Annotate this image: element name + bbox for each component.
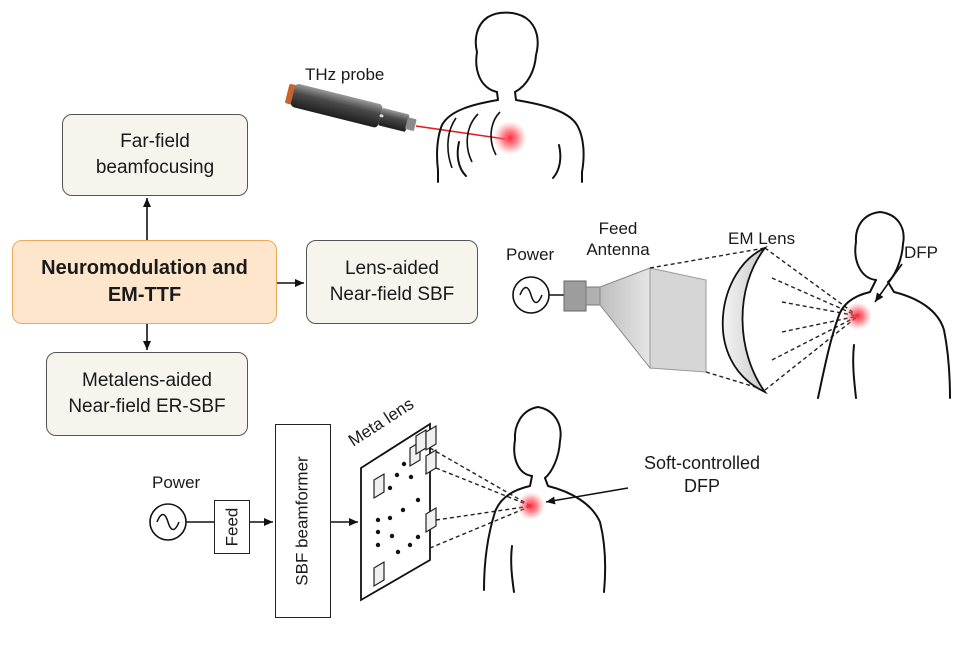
- focal-spot-icon: [844, 302, 872, 330]
- thz-probe-label: THz probe: [305, 65, 385, 84]
- focal-spot-icon: [493, 121, 527, 155]
- wave-arcs: [447, 111, 501, 169]
- power-bottom-label: Power: [152, 473, 201, 492]
- dfp-arrow: [874, 263, 903, 303]
- metalens-aided-block: Metalens-aided Near-field ER-SBF: [46, 352, 248, 436]
- soft-controlled-line1: Soft-controlled: [643, 453, 761, 473]
- far-field-block: Far-field beamfocusing: [62, 114, 248, 196]
- lens-aided-line2: Near-field SBF: [329, 284, 455, 305]
- em-lens-label: EM Lens: [728, 229, 796, 248]
- main-line1: Neuromodulation and: [41, 257, 248, 279]
- metalens-aided-line2: Near-field ER-SBF: [68, 396, 226, 417]
- metalens-aided-line1: Metalens-aided: [82, 370, 212, 392]
- human-silhouette-icon: [817, 211, 951, 399]
- soft-controlled-line2: DFP: [684, 475, 720, 496]
- feed-antenna-label: Feed Antenna: [578, 218, 658, 261]
- human-silhouette-icon: [436, 11, 585, 183]
- far-field-line2: beamfocusing: [95, 157, 215, 178]
- sbf-beamformer-label: SBF beamformer: [293, 456, 312, 586]
- lens-icon: [721, 245, 768, 395]
- lens-aided-block: Lens-aided Near-field SBF: [306, 240, 478, 324]
- power-top-label: Power: [506, 245, 555, 264]
- ac-source-icon: [149, 503, 187, 541]
- horn-antenna-icon: [563, 267, 707, 373]
- laser-beam: [415, 125, 506, 140]
- lens-aided-line1: Lens-aided: [344, 258, 440, 280]
- dashed-rays-bottom: [429, 447, 532, 549]
- feed-label: Feed: [222, 507, 241, 547]
- feed-antenna-line2: Antenna: [586, 240, 650, 260]
- focal-spot-icon: [517, 492, 545, 520]
- metasurface-icon: [360, 422, 437, 602]
- ac-source-icon: [512, 276, 550, 314]
- flow-arrows: [143, 198, 304, 350]
- feed-antenna-line1: Feed: [598, 219, 638, 238]
- far-field-line1: Far-field: [120, 131, 190, 153]
- soft-dfp-arrow: [545, 487, 629, 505]
- feed-block: Feed: [214, 500, 250, 554]
- sbf-beamformer-block: SBF beamformer: [275, 424, 331, 618]
- dfp-label: DFP: [904, 243, 938, 262]
- thz-probe-icon: [285, 83, 417, 132]
- human-silhouette-icon: [483, 406, 607, 593]
- main-line2: EM-TTF: [107, 284, 182, 306]
- main-block: Neuromodulation and EM-TTF: [12, 240, 277, 324]
- soft-controlled-label: Soft-controlled DFP: [612, 452, 792, 497]
